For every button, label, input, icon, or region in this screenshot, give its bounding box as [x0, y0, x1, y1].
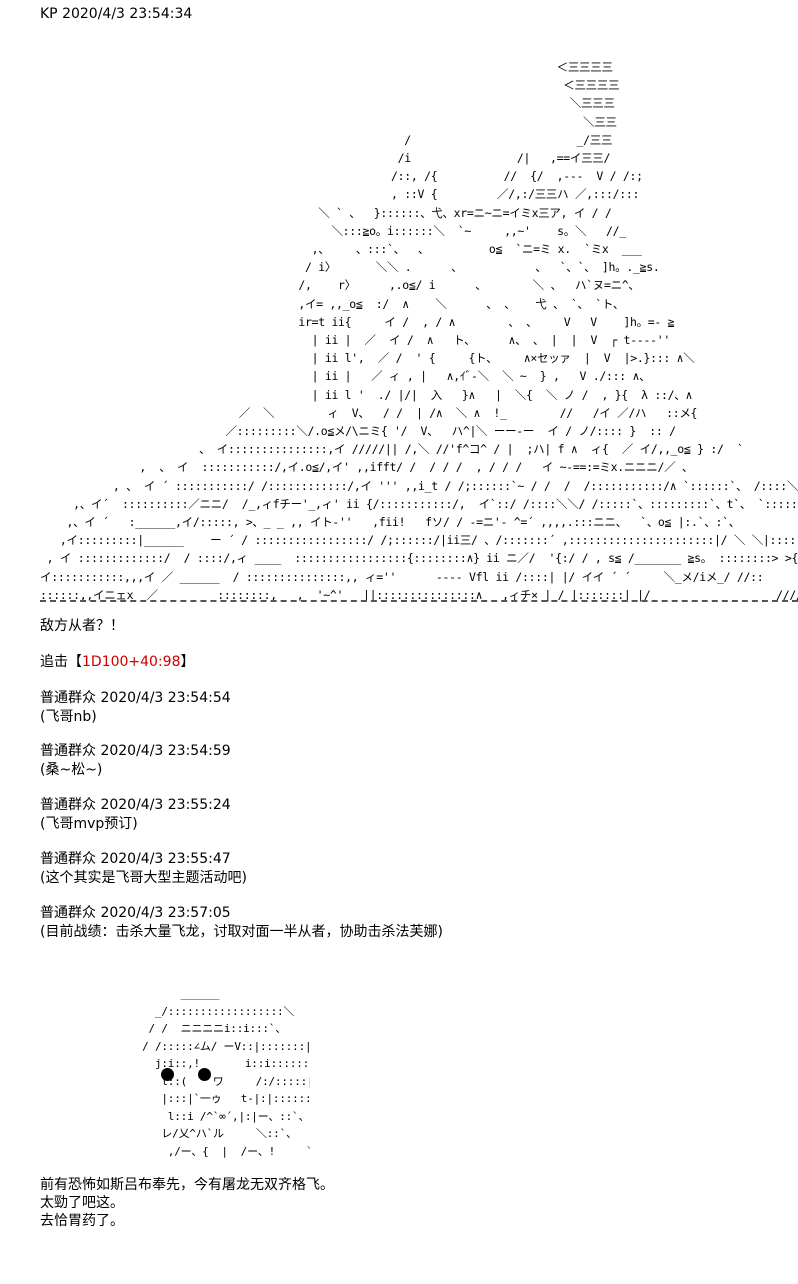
ending-line: 太勁了吧这。 — [40, 1195, 124, 1211]
attack-label-open: 追击【 — [40, 654, 82, 670]
ascii-art-dragon: ＜三三三三 ＜三三三三 ＼三三三 — [40, 60, 798, 602]
comment-body: (飞哥mvp预订) — [40, 816, 138, 832]
comment-header: 普通群众 2020/4/3 23:55:47 — [40, 851, 231, 867]
comment-header: 普通群众 2020/4/3 23:57:05 — [40, 905, 231, 921]
comment-body: (这个其实是飞哥大型主题活动吧) — [40, 870, 247, 886]
ending-line: 前有恐怖如斯吕布奉先，今有屠龙无双齐格飞。 — [40, 1177, 334, 1193]
post-header: KP 2020/4/3 23:54:34 — [40, 6, 193, 22]
character-eye-right — [198, 1068, 211, 1081]
comment-body: (目前战绩：击杀大量飞龙，讨取对面一半从者，协助击杀法芙娜) — [40, 924, 443, 940]
enemy-servant-line: 敌方从者？！ — [40, 618, 124, 634]
ascii-art-character: ______ _/::::::::::::::::::＼ / / ニニニニi::… — [142, 987, 310, 1158]
character-eye-left — [161, 1068, 174, 1081]
comment-body: (桑~松~) — [40, 762, 103, 778]
attack-roll-line: 追击【1D100+40:98】 — [40, 654, 195, 670]
comment-header: 普通群众 2020/4/3 23:54:54 — [40, 690, 231, 706]
comment-header: 普通群众 2020/4/3 23:55:24 — [40, 797, 231, 813]
dice-roll-result: 1D100+40:98 — [82, 654, 181, 670]
ending-line: 去恰胃药了。 — [40, 1213, 124, 1229]
comment-body: (飞哥nb) — [40, 709, 97, 725]
attack-label-close: 】 — [180, 654, 195, 670]
dashed-separator — [40, 600, 798, 603]
comment-header: 普通群众 2020/4/3 23:54:59 — [40, 743, 231, 759]
